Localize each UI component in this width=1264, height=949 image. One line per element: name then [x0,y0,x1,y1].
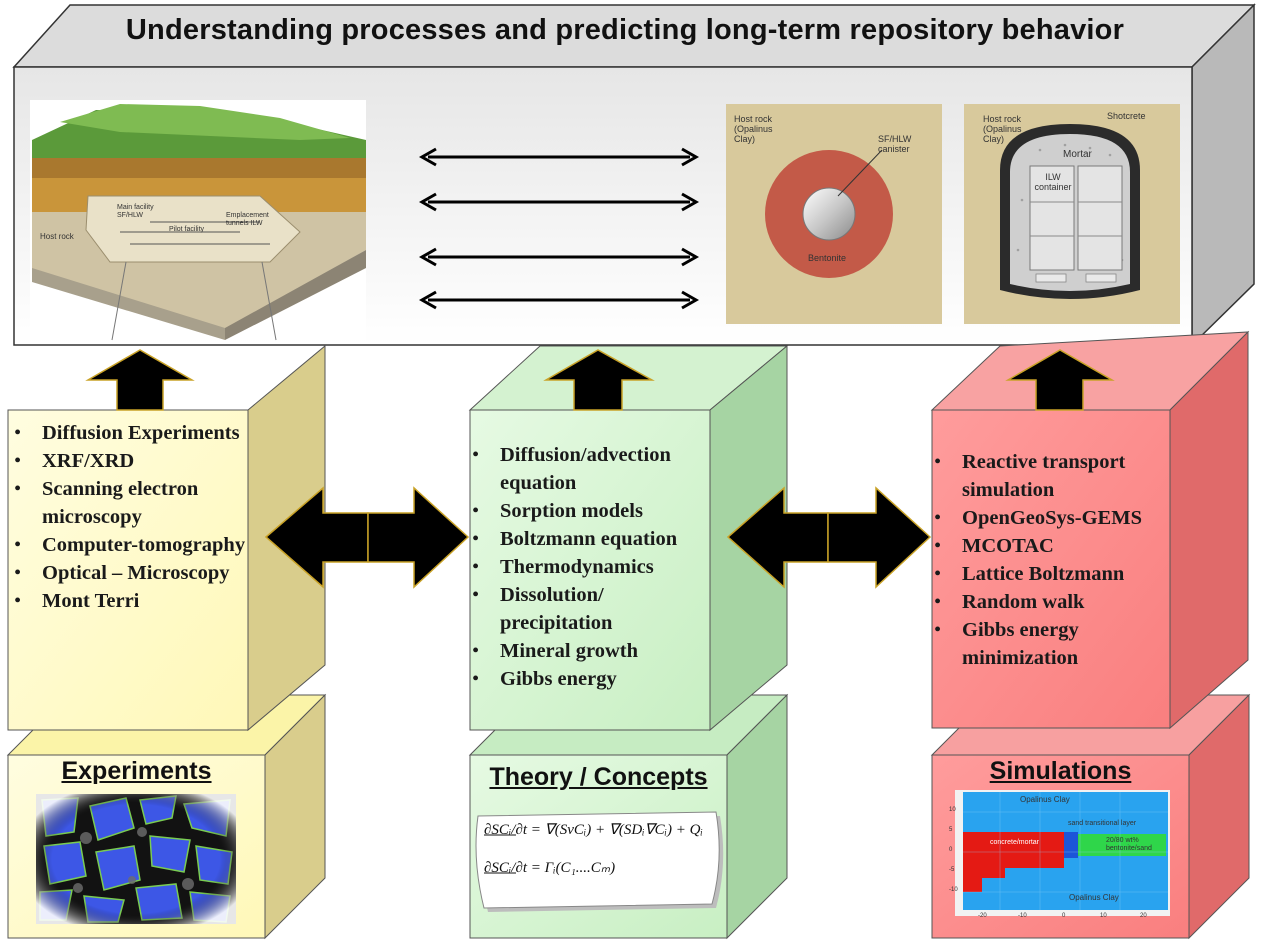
list-item: Diffusion/advection equation [466,441,716,497]
list-item: Thermodynamics [466,553,716,581]
sim-label-bentonite-sand: 20/80 wt% bentonite/sand [1106,837,1152,852]
simulation-plot-image [955,790,1170,916]
diagram-title: Understanding processes and predicting l… [125,14,1125,46]
experiments-list: Diffusion Experiments XRF/XRD Scanning e… [8,419,246,615]
list-item: Mont Terri [8,587,246,615]
sim-label-sand-layer: sand transitional layer [1068,820,1137,827]
double-arrow-experiments-theory [264,486,470,589]
sim-y-ticks: 10 5 0 -5 -10 [949,800,958,900]
list-item: Dissolution/ precipitation [466,581,716,637]
up-arrow-theory [543,349,655,411]
tunnel-label-container: ILW container [1034,172,1072,192]
sim-y-tick: 10 [949,807,956,813]
experiments-label: Experiments [61,757,212,785]
geology-label-pilot: Pilot facility [169,226,205,233]
list-item: MCOTAC [928,532,1166,560]
sim-x-tick: 20 [1140,913,1147,919]
double-arrow-theory-simulations [726,486,932,589]
theory-list: Diffusion/advection equation Sorption mo… [466,441,716,693]
geology-label-emplacement: Emplacement tunnels ILW [226,212,269,227]
sim-label-opalinus-top: Opalinus Clay [1020,795,1070,804]
list-item: XRF/XRD [8,447,246,475]
tunnel-cross-section-image [964,104,1180,324]
canister-label-bentonite: Bentonite [808,253,847,263]
list-item: Mineral growth [466,637,716,665]
list-item: Random walk [928,588,1166,616]
banner-double-arrow-4 [418,290,700,310]
geology-label-main-facility: Main facility SF/HLW [117,204,154,219]
canister-cross-section-image [726,104,942,324]
sim-x-tick: 10 [1100,913,1107,919]
sim-label-opalinus-bottom: Opalinus Clay [1069,893,1119,902]
tunnel-label-host-rock: Host rock (Opalinus Clay) [983,114,1022,144]
canister-label-host-rock: Host rock (Opalinus Clay) [734,114,773,144]
banner-double-arrow-3 [418,247,700,267]
sim-y-tick: 0 [949,847,953,853]
tunnel-label-mortar: Mortar [1063,149,1092,160]
equation-1: ∂SCᵢ/∂t = ∇(SvCᵢ) + ∇(SDᵢ∇Cᵢ) + Qᵢ [484,822,703,838]
micrograph-image [36,794,236,924]
list-item: Boltzmann equation [466,525,716,553]
sim-label-concrete: concrete/mortar [990,839,1040,846]
list-item: Computer-tomography [8,531,246,559]
sim-x-tick: 0 [1062,913,1066,919]
list-item: Gibbs energy [466,665,716,693]
up-arrow-experiments [85,349,195,411]
sim-y-tick: 5 [949,827,953,833]
banner-double-arrow-2 [418,192,700,212]
theory-label: Theory / Concepts [489,763,708,791]
up-arrow-simulations [1005,349,1115,411]
simulations-label: Simulations [989,757,1132,785]
sim-x-tick: -10 [1018,913,1027,919]
equation-2: ∂SCᵢ/∂t = Γᵢ(C₁....Cₘ) [484,860,616,876]
geology-label-host-rock: Host rock [40,232,74,241]
banner-double-arrow-1 [418,147,700,167]
sim-y-tick: -5 [949,867,955,873]
canister-label-canister: SF/HLW canister [878,134,912,154]
list-item: Sorption models [466,497,716,525]
list-item: Scanning electron microscopy [8,475,246,531]
list-item: Reactive transport simulation [928,448,1166,504]
simulations-list: Reactive transport simulation OpenGeoSys… [928,448,1166,672]
geology-block-image [30,100,366,341]
list-item: Optical – Microscopy [8,559,246,587]
list-item: OpenGeoSys-GEMS [928,504,1166,532]
sim-x-tick: -20 [978,913,987,919]
list-item: Lattice Boltzmann [928,560,1166,588]
list-item: Gibbs energy minimization [928,616,1166,672]
sim-y-tick: -10 [949,887,958,893]
list-item: Diffusion Experiments [8,419,246,447]
tunnel-label-shotcrete: Shotcrete [1107,111,1146,121]
equation-card [475,811,724,912]
